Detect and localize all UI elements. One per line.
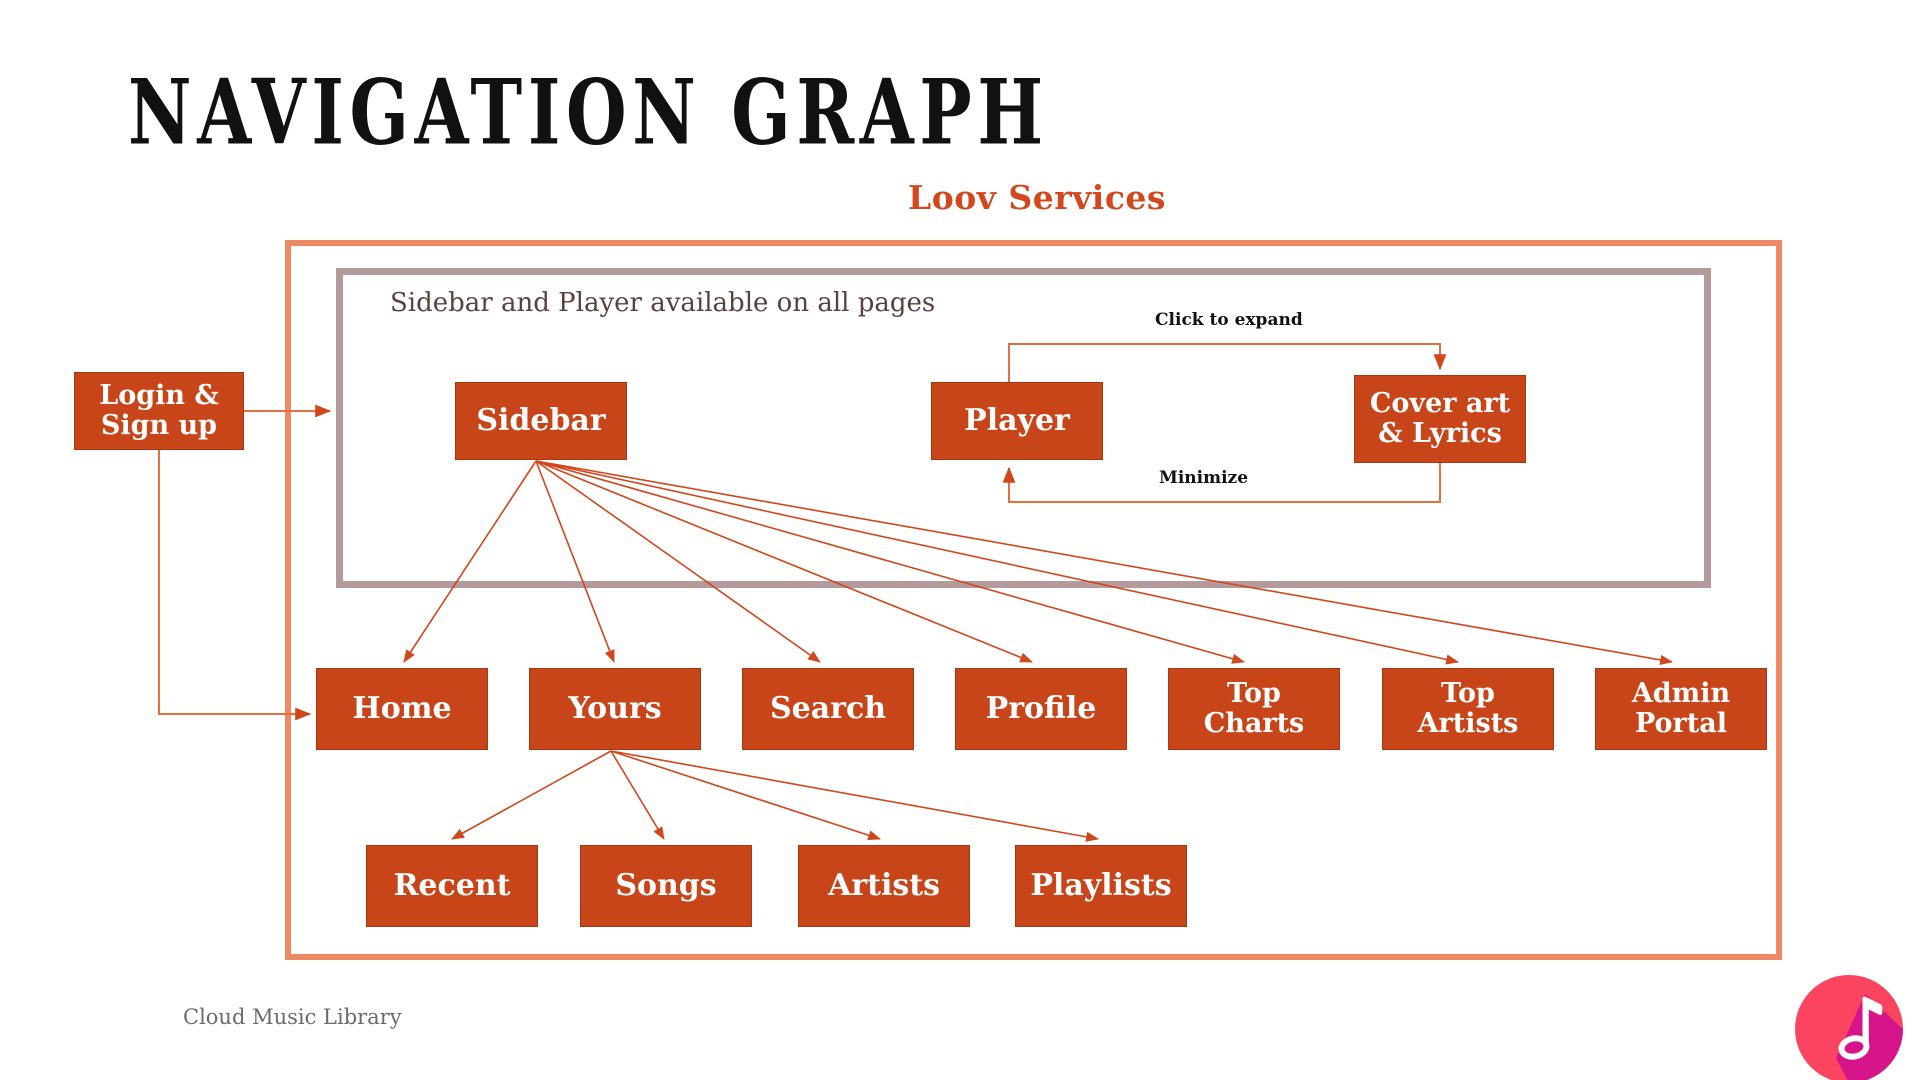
music-note-icon [1795, 975, 1903, 1080]
node-yours[interactable]: Yours [529, 668, 701, 750]
node-home[interactable]: Home [316, 668, 488, 750]
node-songs[interactable]: Songs [580, 845, 752, 927]
edge-label-minimize: Minimize [1159, 468, 1249, 488]
subtitle-loov-services: Loov Services [908, 178, 1166, 217]
node-player[interactable]: Player [931, 382, 1103, 460]
node-cover-art-lyrics[interactable]: Cover art & Lyrics [1354, 375, 1526, 463]
footer-label: Cloud Music Library [183, 1005, 402, 1029]
node-playlists[interactable]: Playlists [1015, 845, 1187, 927]
node-top-charts[interactable]: Top Charts [1168, 668, 1340, 750]
node-artists[interactable]: Artists [798, 845, 970, 927]
node-admin-portal[interactable]: Admin Portal [1595, 668, 1767, 750]
node-top-artists[interactable]: Top Artists [1382, 668, 1554, 750]
node-search[interactable]: Search [742, 668, 914, 750]
edge-label-click-to-expand: Click to expand [1155, 310, 1303, 330]
node-login-signup[interactable]: Login & Sign up [74, 372, 244, 450]
node-profile[interactable]: Profile [955, 668, 1127, 750]
node-recent[interactable]: Recent [366, 845, 538, 927]
page-title: NAVIGATION GRAPH [128, 60, 1049, 166]
node-sidebar[interactable]: Sidebar [455, 382, 627, 460]
shared-components-label: Sidebar and Player available on all page… [390, 288, 936, 318]
